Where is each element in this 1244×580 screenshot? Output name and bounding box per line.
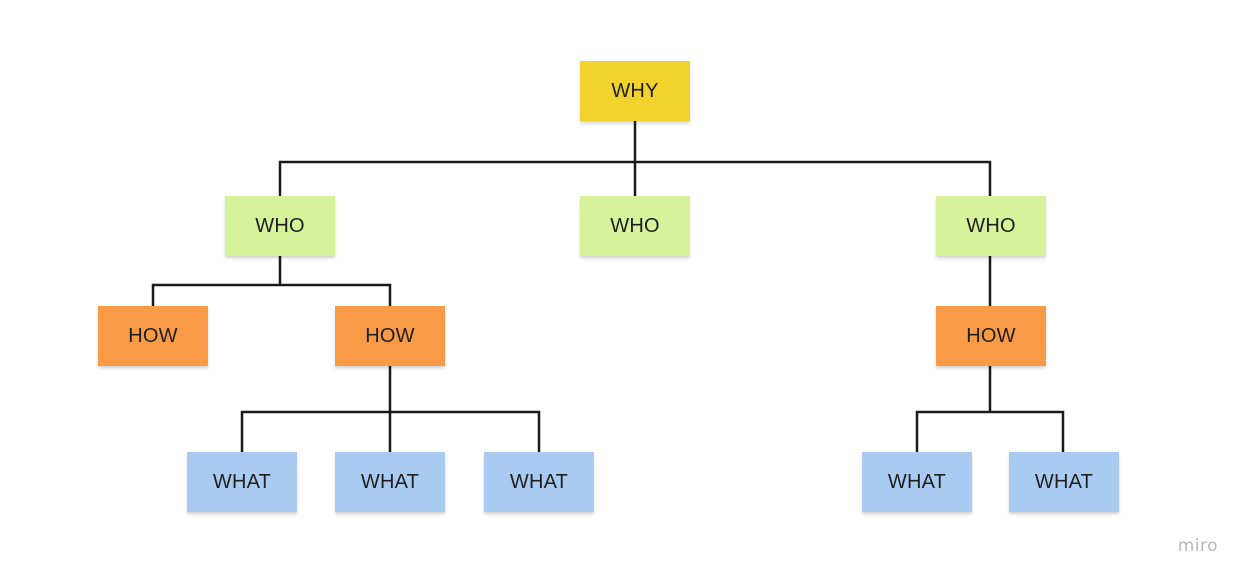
connector-why-who[interactable] <box>278 120 992 198</box>
sticky-note-what-2[interactable]: WHAT <box>335 452 445 512</box>
sticky-note-how-3[interactable]: HOW <box>936 306 1046 366</box>
sticky-note-who-3[interactable]: WHO <box>936 196 1046 256</box>
sticky-note-how-2[interactable]: HOW <box>335 306 445 366</box>
connector-how3-what[interactable] <box>915 365 1065 454</box>
connector-who1-how[interactable] <box>151 255 392 308</box>
sticky-note-how-1[interactable]: HOW <box>98 306 208 366</box>
sticky-note-what-5[interactable]: WHAT <box>1009 452 1119 512</box>
miro-watermark: miro <box>1177 536 1218 556</box>
sticky-note-what-4[interactable]: WHAT <box>862 452 972 512</box>
sticky-note-what-1[interactable]: WHAT <box>187 452 297 512</box>
sticky-note-what-3[interactable]: WHAT <box>484 452 594 512</box>
sticky-note-who-1[interactable]: WHO <box>225 196 335 256</box>
sticky-note-why[interactable]: WHY <box>580 61 690 121</box>
connector-how2-what[interactable] <box>240 365 541 454</box>
sticky-note-who-2[interactable]: WHO <box>580 196 690 256</box>
